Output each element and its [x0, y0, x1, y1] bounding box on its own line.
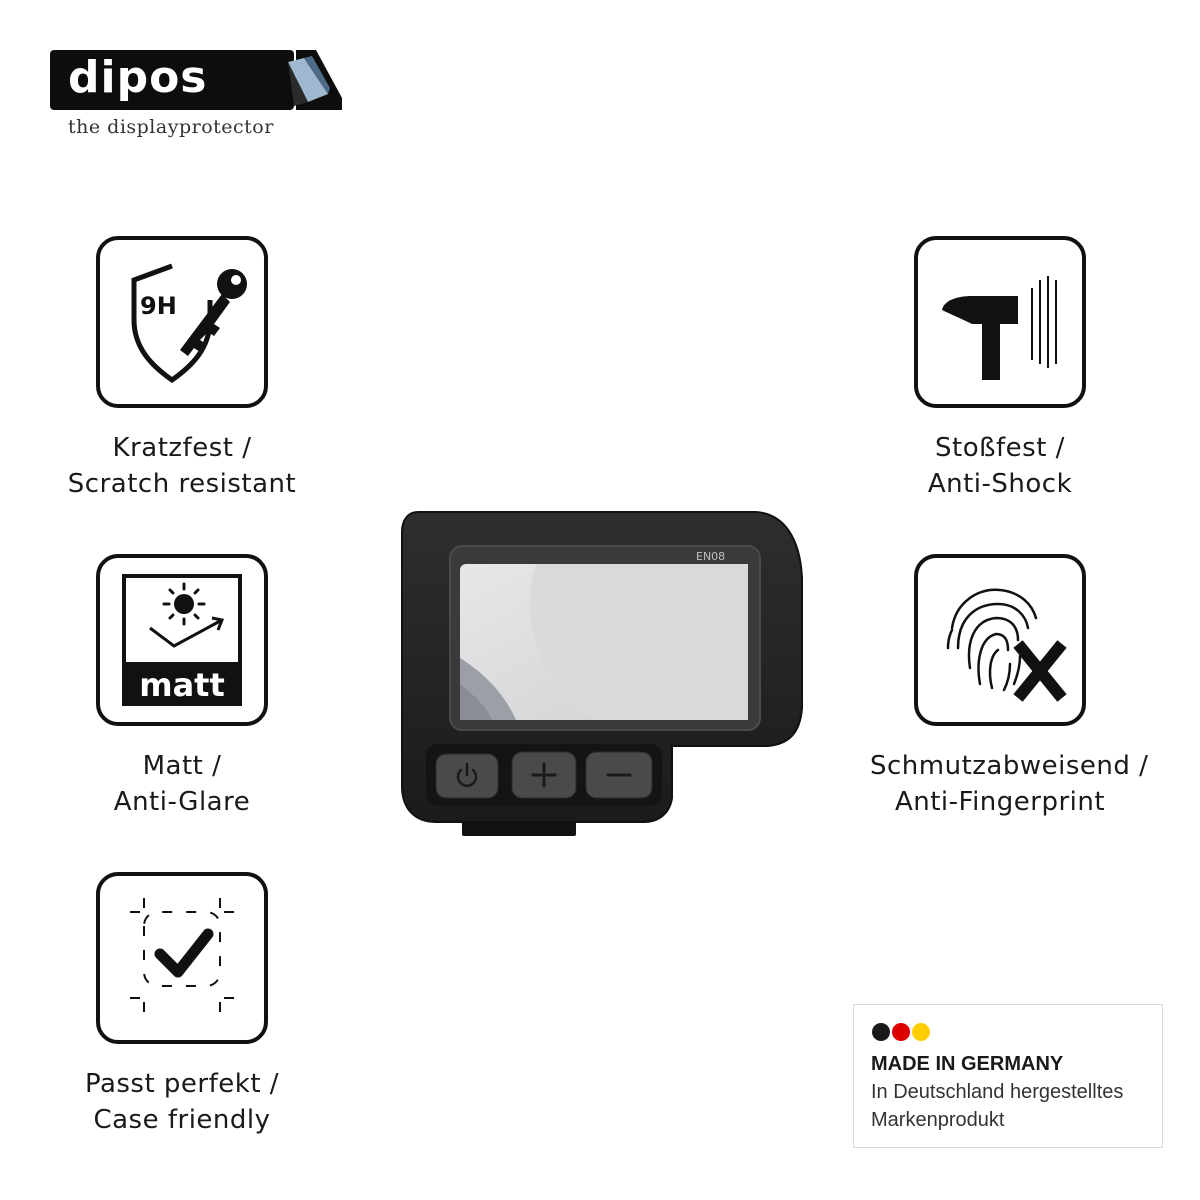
device-model-label: EN08 [696, 550, 725, 563]
shield-9h-text: 9H [140, 292, 177, 320]
checkmark-frame-icon [130, 898, 234, 1012]
feature-label-en: Anti-Fingerprint [894, 787, 1106, 817]
feature-case-friendly: Passt perfekt / Case friendly [52, 872, 312, 1138]
feature-icon-box: matt [96, 554, 268, 726]
feature-label-de: Schmutzabweisend / [870, 751, 1149, 781]
logo-box: dipos [50, 50, 294, 110]
feature-label-en: Case friendly [93, 1105, 271, 1135]
feature-anti-fingerprint: Schmutzabweisend / Anti-Fingerprint [870, 554, 1149, 820]
feature-label: Schmutzabweisend / Anti-Fingerprint [870, 748, 1149, 820]
flag-dots [872, 1023, 932, 1045]
feature-icon-box: 9H [96, 236, 268, 408]
fingerprint-x-icon [946, 588, 1067, 702]
brand-name: dipos [68, 52, 208, 103]
matt-text: matt [139, 666, 225, 704]
made-in-germany-line1: In Deutschland hergestelltes [871, 1081, 1124, 1103]
feature-label-en: Scratch resistant [67, 469, 297, 499]
made-in-germany-title: MADE IN GERMANY [871, 1053, 1064, 1075]
dipos-logo: dipos the displayprotector [50, 50, 342, 150]
feature-icon-box [914, 236, 1086, 408]
feature-matt: matt Matt / Anti-Glare [52, 554, 312, 820]
plus-icon [531, 762, 557, 788]
sun-matt-icon: matt [122, 574, 242, 706]
power-icon [456, 762, 478, 787]
device-illustration: EN08 [401, 511, 803, 836]
flag-dot-red [892, 1023, 910, 1041]
feature-label: Matt / Anti-Glare [52, 748, 312, 820]
made-in-germany-line2: Markenprodukt [871, 1109, 1005, 1131]
feature-label-de: Matt / [142, 751, 222, 781]
flag-dot-gold [912, 1023, 930, 1041]
brand-tagline: the displayprotector [68, 116, 274, 138]
shield-key-9h-icon: 9H [131, 263, 247, 384]
ebike-display-device: EN08 [396, 508, 808, 838]
feature-label-de: Stoßfest / [935, 433, 1065, 463]
made-in-germany-badge: MADE IN GERMANY In Deutschland hergestel… [853, 1004, 1163, 1148]
feature-icon-box [96, 872, 268, 1044]
feature-label-de: Kratzfest / [112, 433, 252, 463]
feature-label-en: Anti-Glare [113, 787, 251, 817]
feature-label: Kratzfest / Scratch resistant [52, 430, 312, 502]
feature-anti-shock: Stoßfest / Anti-Shock [870, 236, 1130, 502]
hammer-icon [942, 276, 1057, 380]
feature-icon-box [914, 554, 1086, 726]
feature-label-en: Anti-Shock [927, 469, 1073, 499]
feature-label: Stoßfest / Anti-Shock [870, 430, 1130, 502]
feature-scratch-resistant: 9H Kratzfest / Scratch resistant [52, 236, 312, 502]
feature-label: Passt perfekt / Case friendly [52, 1066, 312, 1138]
feature-label-de: Passt perfekt / [84, 1069, 280, 1099]
flag-dot-black [872, 1023, 890, 1041]
logo-film-icon [288, 56, 330, 106]
